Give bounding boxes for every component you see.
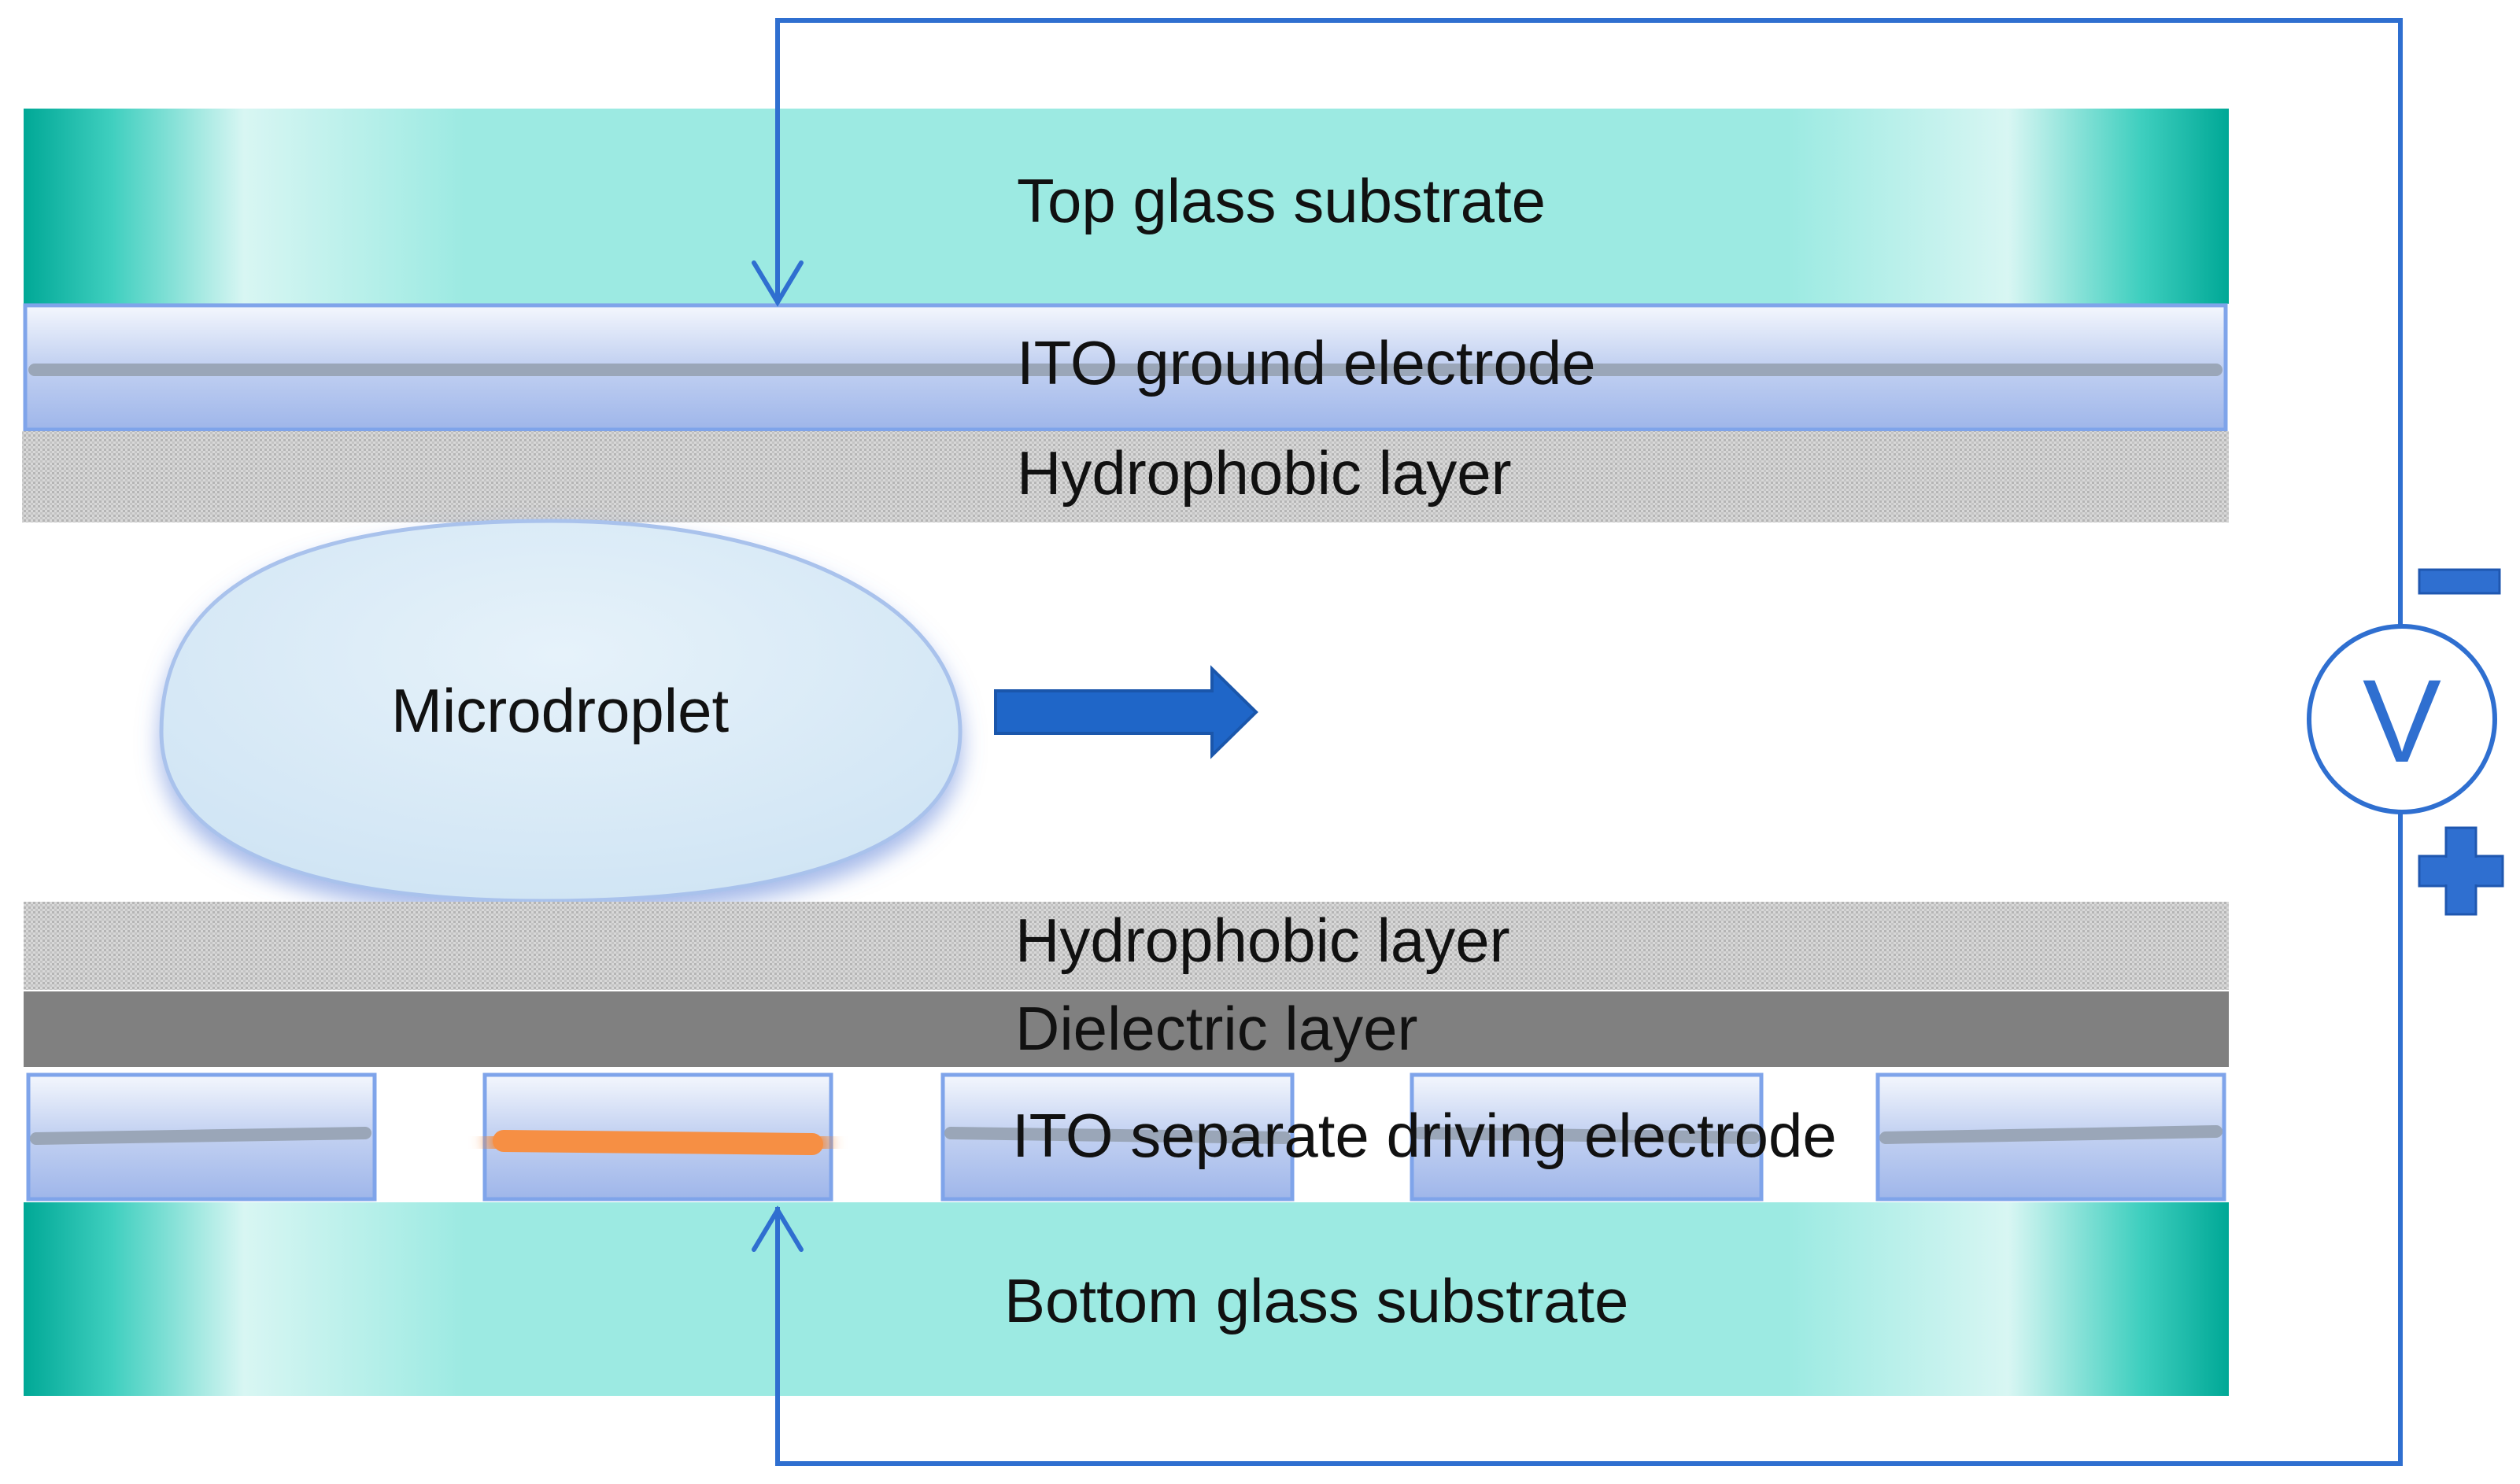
hydrophobic-top-label: Hydrophobic layer: [1017, 438, 1512, 508]
driving-electrode-3: [940, 1072, 1295, 1202]
driving-electrode-1: [26, 1072, 377, 1202]
ito-ground-label: ITO ground electrode: [1017, 328, 1596, 397]
microdroplet-label: Microdroplet: [391, 676, 729, 745]
bottom-glass-substrate: Bottom glass substrate: [24, 1202, 2229, 1396]
driving-electrode-2-active: [482, 1072, 833, 1202]
arrow-up-icon: [752, 1205, 804, 1252]
voltmeter: V: [2307, 624, 2497, 814]
driving-electrode-4: [1410, 1072, 1764, 1202]
ito-ground-electrode: ITO ground electrode: [23, 303, 2228, 432]
hydrophobic-bottom-label: Hydrophobic layer: [1015, 906, 1510, 975]
microdroplet: Microdroplet: [159, 519, 963, 903]
driving-electrode-5: [1875, 1072, 2226, 1202]
bottom-glass-label: Bottom glass substrate: [1004, 1266, 1628, 1335]
minus-icon: [2418, 568, 2501, 595]
top-glass-substrate: Top glass substrate: [24, 109, 2229, 304]
plus-icon: [2418, 826, 2504, 916]
hydrophobic-layer-bottom: Hydrophobic layer: [24, 902, 2229, 990]
arrow-right-icon: [994, 665, 1258, 759]
dielectric-label: Dielectric layer: [1015, 994, 1417, 1063]
top-glass-label: Top glass substrate: [1017, 166, 1546, 235]
voltmeter-label: V: [2363, 655, 2441, 787]
hydrophobic-layer-top: Hydrophobic layer: [22, 431, 2229, 522]
dielectric-layer: Dielectric layer: [24, 991, 2229, 1067]
circuit-wire: [775, 18, 2403, 1466]
ito-driving-electrodes: ITO separate driving electrode: [26, 1072, 2226, 1202]
ito-driving-label: ITO separate driving electrode: [1012, 1101, 1837, 1170]
arrow-down-icon: [752, 260, 804, 307]
